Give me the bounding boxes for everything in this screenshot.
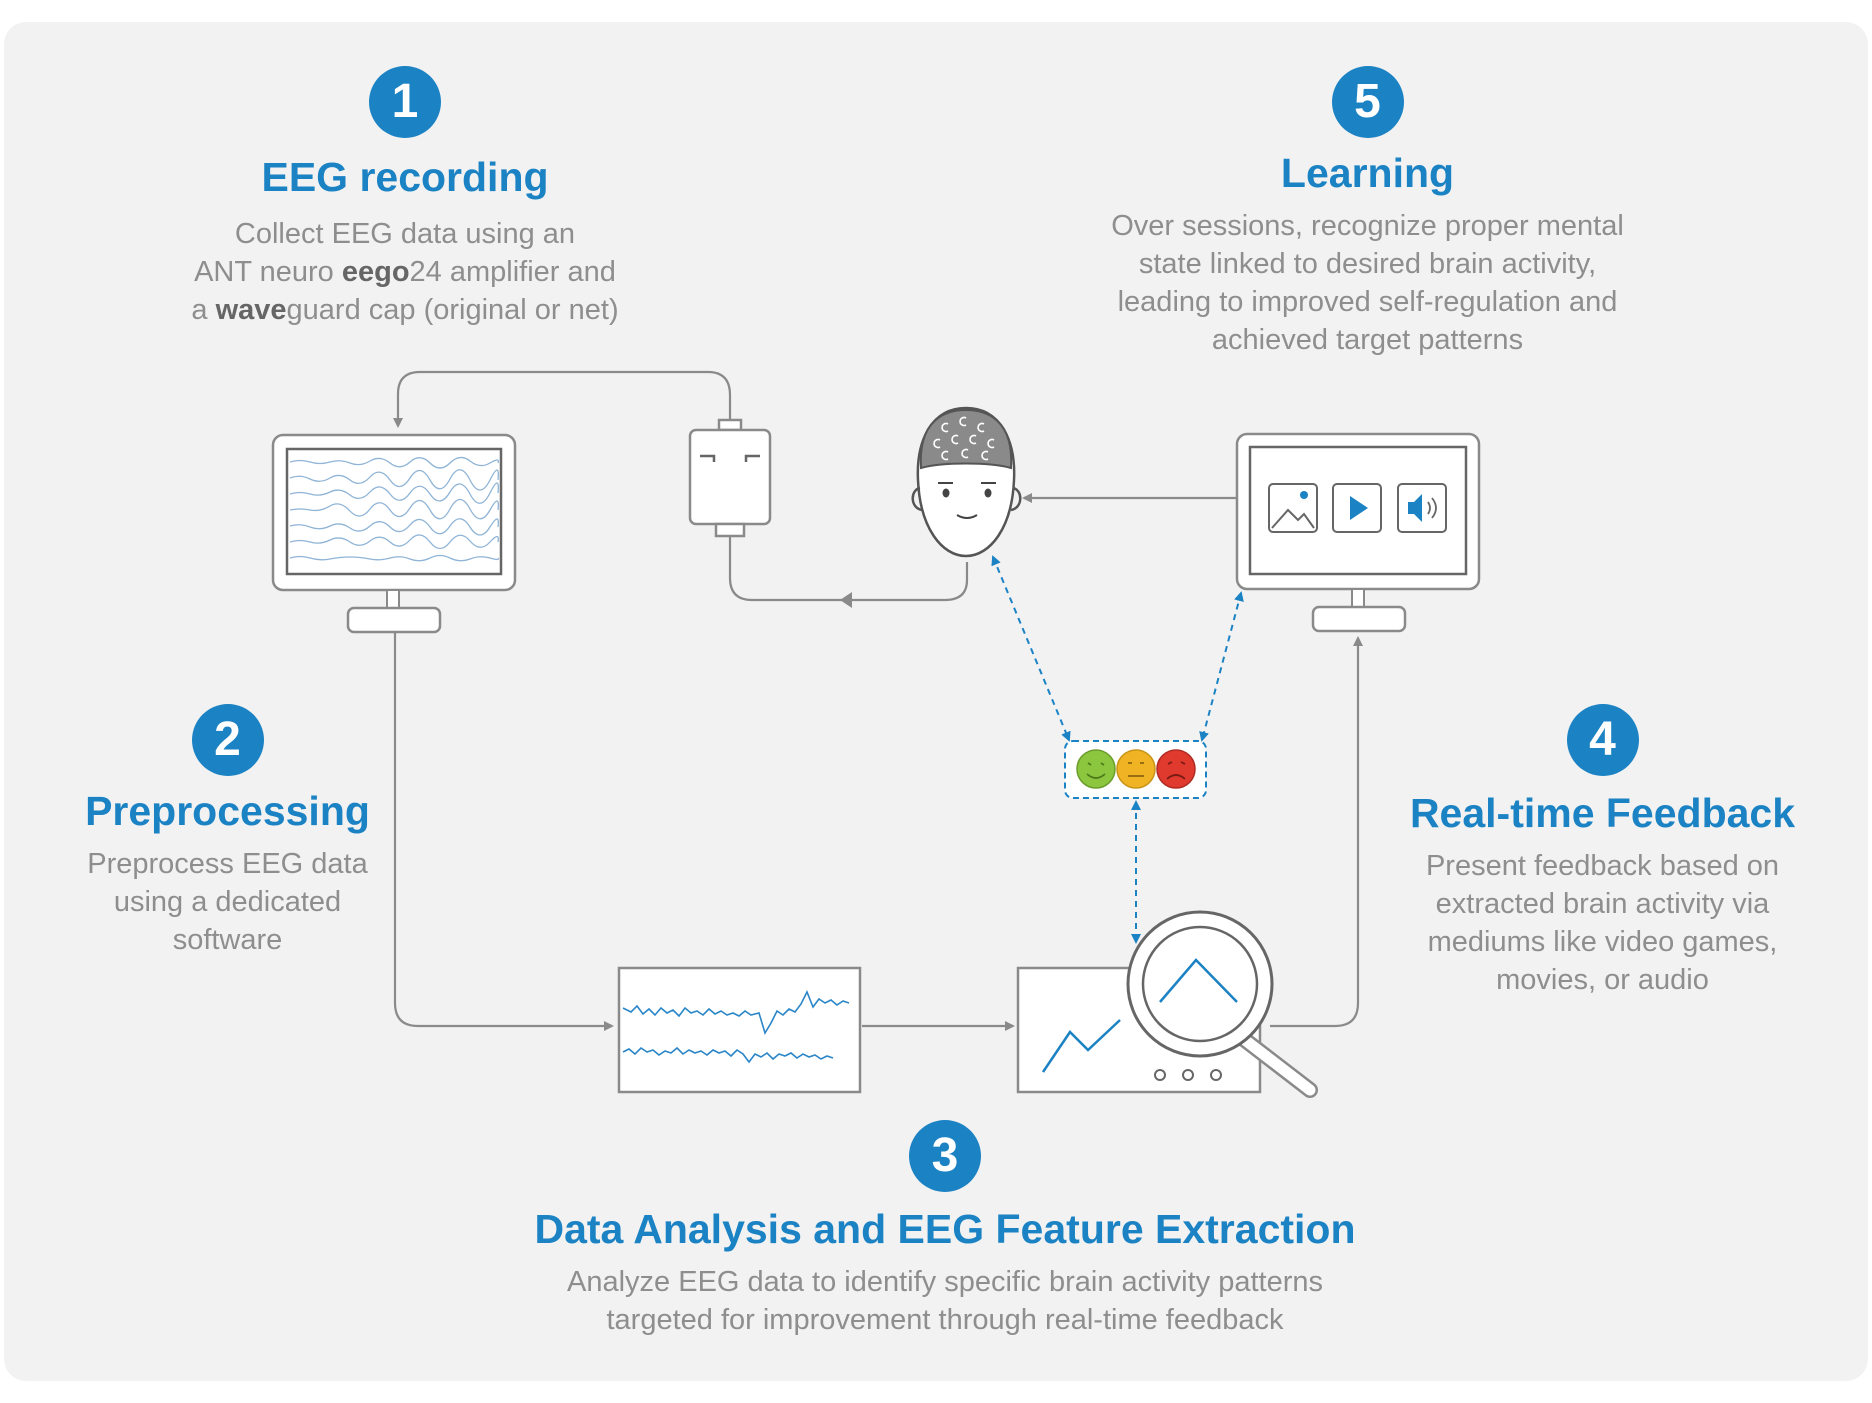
step-number-badge: 5: [1331, 66, 1404, 138]
magnifier-analysis-icon: [1016, 910, 1318, 1098]
step-description: Over sessions, recognize proper mental s…: [1111, 210, 1624, 356]
signal-waveform-icon: [617, 966, 862, 1094]
step-eeg-recording: 1 EEG recording Collect EEG data using a…: [160, 66, 650, 329]
step-description: Collect EEG data using an ANT neuro eego…: [191, 218, 619, 326]
feedback-lines: [991, 555, 1244, 944]
step-preprocessing: 2 Preprocessing Preprocess EEG data usin…: [60, 704, 395, 959]
flow-arrowhead: [840, 592, 852, 608]
monitor-eeg-icon: [271, 433, 517, 634]
step-title: Learning: [1280, 150, 1455, 196]
step-title: EEG recording: [261, 154, 549, 200]
step-description: Preprocess EEG data using a dedicated so…: [87, 848, 368, 956]
step-number-badge: 1: [369, 66, 441, 138]
step-description: Analyze EEG data to identify specific br…: [567, 1266, 1323, 1336]
step-title: Real-time Feedback: [1409, 790, 1796, 836]
step-number-badge: 2: [191, 704, 264, 776]
step-learning: 5 Learning Over sessions, recognize prop…: [1070, 66, 1665, 359]
media-monitor-icon: [1235, 432, 1481, 633]
amplifier-icon: [688, 418, 772, 538]
step-data-analysis: 3 Data Analysis and EEG Feature Extracti…: [470, 1120, 1420, 1339]
step-description: Present feedback based on extracted brai…: [1425, 850, 1780, 996]
head-with-cap-icon: [911, 406, 1022, 558]
step-real-time-feedback: 4 Real-time Feedback Present feedback ba…: [1380, 704, 1825, 999]
step-title: Preprocessing: [85, 788, 370, 834]
step-number-badge: 4: [1566, 704, 1639, 776]
smiley-faces-icon: [1064, 740, 1207, 799]
step-number-badge: 3: [909, 1120, 981, 1192]
step-title: Data Analysis and EEG Feature Extraction: [534, 1206, 1356, 1252]
